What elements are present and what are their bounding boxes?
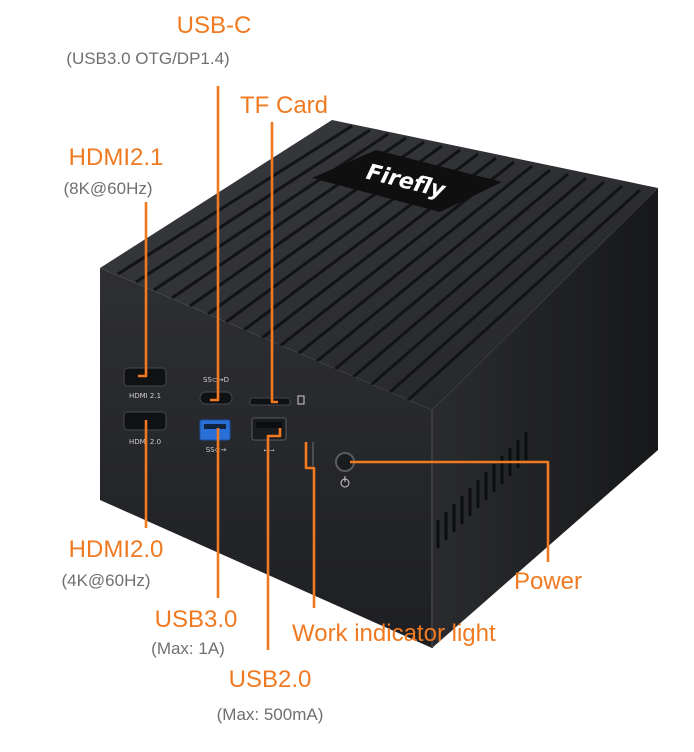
hdmi21-port-label: HDMI 2.1 <box>129 392 161 400</box>
usb30-detail: (Max: 1A) <box>151 639 225 658</box>
tf-card-title: TF Card <box>239 92 329 119</box>
hdmi20-detail: (4K@60Hz) <box>61 571 151 590</box>
work-indicator-light <box>312 442 314 466</box>
hdmi21-callout <box>138 202 148 378</box>
brand-plate <box>312 150 502 212</box>
power-title: Power <box>513 568 583 595</box>
hdmi21-detail: (8K@60Hz) <box>63 179 153 198</box>
hdmi21-title: HDMI2.1 <box>68 144 164 171</box>
usb20-callout <box>266 428 282 650</box>
hdmi20-title: HDMI2.0 <box>68 536 164 563</box>
tf-card-slot[interactable] <box>249 397 291 406</box>
callout-lines <box>138 86 550 650</box>
usb3-port[interactable] <box>199 419 231 441</box>
usb20-detail: (Max: 500mA) <box>216 705 324 724</box>
case-front <box>100 268 432 648</box>
heatsink-top <box>100 120 658 410</box>
usb-c-icon: SS⊂→D <box>203 376 229 384</box>
work-light-callout <box>304 442 316 608</box>
usb-c-port[interactable] <box>199 391 233 405</box>
power-callout <box>350 460 550 562</box>
usb3-icon: SS⊂→ <box>206 446 227 454</box>
usb20-title: USB2.0 <box>228 666 312 693</box>
tf-card-icon <box>297 395 305 405</box>
heatsink-fins <box>117 124 642 404</box>
usbc-detail: (USB3.0 OTG/DP1.4) <box>66 49 230 68</box>
usbc-title: USB-C <box>176 12 252 39</box>
tf-card-callout <box>270 122 278 404</box>
case-side <box>432 188 658 648</box>
work-light-title: Work indicator light <box>292 620 496 647</box>
usbc-callout <box>210 86 220 402</box>
usb30-title: USB3.0 <box>154 606 238 633</box>
